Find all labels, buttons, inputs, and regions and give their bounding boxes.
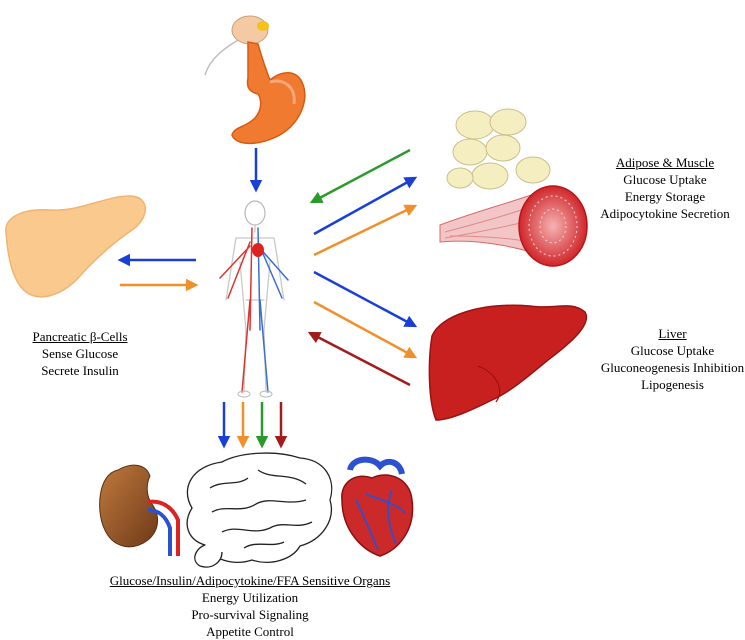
liver-heading: Liver <box>658 326 687 341</box>
pancreas-line: Sense Glucose <box>41 346 119 361</box>
liver-icon <box>428 304 588 421</box>
arrow-body-to-liver-orange <box>313 300 418 359</box>
sensitive-organs-line: Pro-survival Signaling <box>191 607 309 622</box>
arrows <box>117 148 418 449</box>
heart-icon <box>341 456 414 557</box>
muscle-icon <box>439 185 588 267</box>
human-body-icon <box>219 200 289 398</box>
sensitive-organs-line: Energy Utilization <box>201 590 299 605</box>
sensitive-organs-heading: Glucose/Insulin/Adipocytokine/FFA Sensit… <box>109 573 391 588</box>
arrow-adipose-to-body <box>309 148 411 204</box>
pancreas-line: Secrete Insulin <box>41 363 119 378</box>
sensitive-organs-line: Appetite Control <box>206 624 294 639</box>
adipose-muscle-label: Adipose & Muscle Glucose Uptake Energy S… <box>580 154 745 222</box>
liver-line: Gluconeogenesis Inhibition <box>600 360 745 375</box>
adipose-line: Adipocytokine Secretion <box>600 206 730 221</box>
adipose-line: Glucose Uptake <box>623 172 707 187</box>
arrow-body-to-adipose-orange <box>313 204 418 257</box>
arrow-liver-to-body <box>307 331 411 387</box>
liver-line: Glucose Uptake <box>630 343 715 358</box>
arrow-body-to-liver-blue <box>313 270 418 328</box>
pancreas-label: Pancreatic β-Cells Sense Glucose Secrete… <box>5 328 155 379</box>
fat-cells-icon <box>446 108 551 190</box>
arrow-body-to-adipose-blue <box>313 176 418 236</box>
sensitive-organs-label: Glucose/Insulin/Adipocytokine/FFA Sensit… <box>60 572 440 640</box>
liver-label: Liver Glucose Uptake Gluconeogenesis Inh… <box>600 325 745 393</box>
pancreas-icon <box>5 195 146 298</box>
adipose-muscle-heading: Adipose & Muscle <box>615 155 715 170</box>
adipose-line: Energy Storage <box>624 189 706 204</box>
brain-icon <box>186 452 333 568</box>
kidney-icon <box>99 464 180 556</box>
liver-line: Lipogenesis <box>641 377 704 392</box>
pancreas-heading: Pancreatic β-Cells <box>32 329 128 344</box>
stomach-icon <box>204 15 306 145</box>
